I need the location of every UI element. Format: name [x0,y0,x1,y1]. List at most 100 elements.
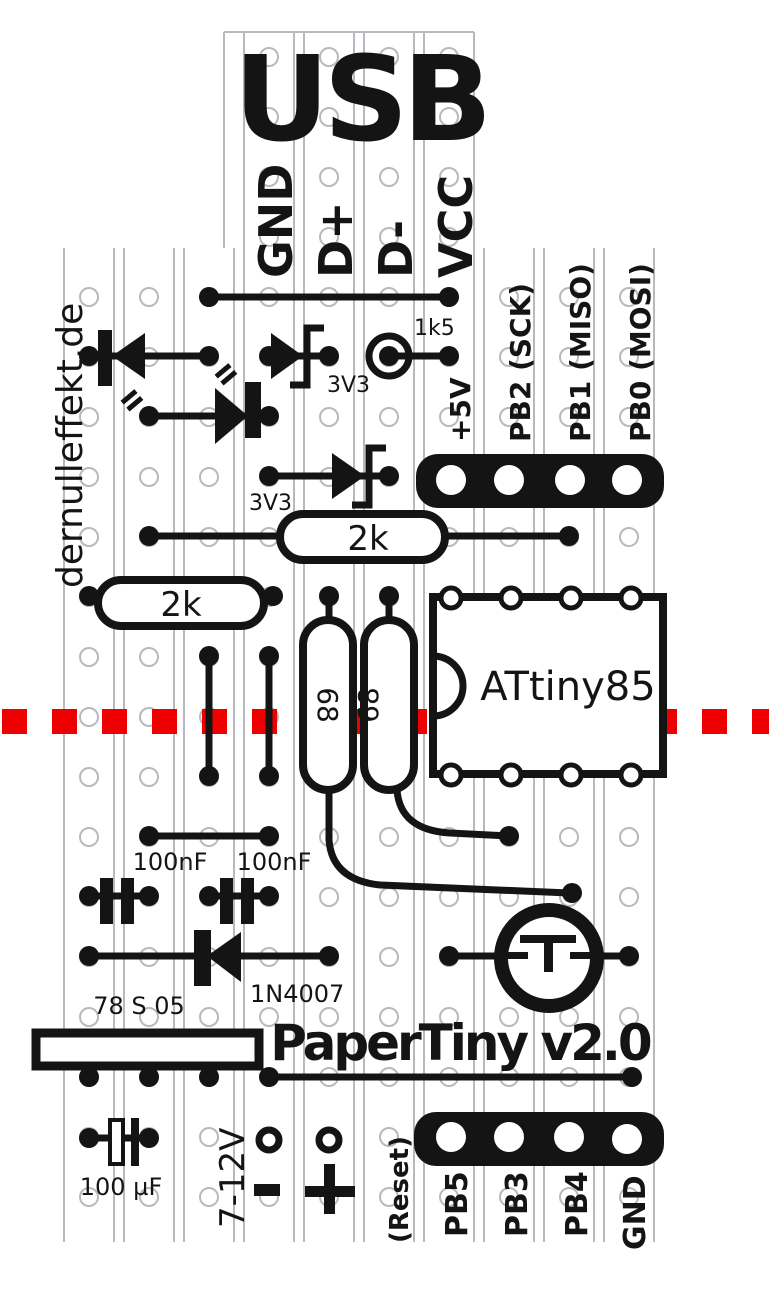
voltage-regulator [31,1028,264,1087]
strip-hole [379,227,399,247]
zener-diode-1 [259,324,339,389]
cut-line-dash [52,709,77,734]
strip-hole [319,167,339,187]
led-1 [79,330,219,412]
solder-pad [259,826,279,846]
zener-1-label: 3V3 [327,373,370,398]
supply-minus-terminal [254,1126,283,1196]
strip-hole [619,347,639,367]
ic-label: ATtiny85 [480,664,655,710]
usb-pin-dplus: D+ [309,201,363,278]
diode-1n4007 [79,930,339,986]
resistor-1k5-label: 1k5 [414,316,455,341]
header-bottom-label-pb5: PB5 [440,1171,475,1237]
strip-hole [499,1187,519,1207]
strip-hole [499,1007,519,1027]
solder-pad [439,287,459,307]
solder-pad [199,287,219,307]
strip-hole [199,1007,219,1027]
header-bottom-label-reset: (Reset) [385,1136,415,1243]
strip-hole [379,167,399,187]
strip-hole [379,947,399,967]
ic-pin [498,762,524,788]
cut-line-dash [2,709,27,734]
ic-pin [498,585,524,611]
strip-hole [619,407,639,427]
strip-hole [79,1187,99,1207]
led-2 [139,363,279,444]
strip-hole [559,827,579,847]
strip-hole [319,227,339,247]
strip-hole [619,1007,639,1027]
strip-hole [559,347,579,367]
usb-pin-dminus: D- [369,220,423,278]
header-bottom-label-pb3: PB3 [500,1171,535,1237]
strip-hole [619,527,639,547]
strip-hole [439,1007,459,1027]
strip-hole [139,647,159,667]
solder-pad [139,826,159,846]
strip-hole [439,107,459,127]
ic-pin [618,585,644,611]
usb-pin-gnd: GND [249,164,303,278]
strip-hole [379,47,399,67]
zener-diode-2 [259,444,399,509]
strip-hole [319,407,339,427]
strip-hole [379,1127,399,1147]
strip-hole [199,467,219,487]
header-top-label-pb2: PB2 (SCK) [504,283,537,442]
cut-line-dash [752,709,769,734]
resistor-2k-b-label: 2k [160,585,202,625]
resistor-68-a [299,586,582,903]
strip-hole [559,1187,579,1207]
strip-hole [319,107,339,127]
strip-hole [79,407,99,427]
strip-hole [439,827,459,847]
strip-hole [559,407,579,427]
elcap-label: 100 µF [80,1173,163,1201]
header-top-label-5v: +5V [444,377,477,442]
strip-hole [79,767,99,787]
solder-pad [622,1067,642,1087]
pin-header-top [416,454,664,508]
strip-hole [79,707,99,727]
strip-hole [559,287,579,307]
header-top-label-pb1: PB1 (MISO) [564,263,597,442]
ic-attiny85 [429,585,667,788]
usb-title: USB [234,30,487,168]
cut-line-dash [702,709,727,734]
header-bottom-label-pb4: PB4 [560,1171,595,1237]
resistor-68-b-label: 68 [352,687,385,723]
resistor-2k-a [139,510,579,564]
diode-label: 1N4007 [250,980,344,1008]
cut-line-dash [252,709,277,734]
strip-hole [199,1187,219,1207]
zener-2-label: 3V3 [249,491,292,516]
resistor-1k5 [365,332,459,380]
strip-hole [439,407,459,427]
strip-hole [379,1187,399,1207]
resistor-2k-a-label: 2k [347,519,389,559]
strip-hole [499,347,519,367]
strip-hole [79,287,99,307]
strip-hole [79,827,99,847]
strip-hole [379,1007,399,1027]
strip-hole [379,827,399,847]
website-label: dernulleffekt.de [50,303,91,588]
strip-hole [619,287,639,307]
ic-pin [438,762,464,788]
reset-button [439,903,639,1013]
strip-hole [619,1187,639,1207]
product-label: PaperTiny v2.0 [270,1014,651,1072]
cut-line-dash [152,709,177,734]
capacitor-100nf-1 [79,878,159,924]
strip-hole [139,287,159,307]
supply-voltage-label: 7-12V [213,1128,253,1228]
usb-pin-vcc: VCC [429,175,483,278]
regulator-label: 78 S 05 [93,992,185,1020]
strip-hole [259,227,279,247]
solder-pad [259,1067,279,1087]
strip-hole [79,527,99,547]
strip-hole [379,407,399,427]
